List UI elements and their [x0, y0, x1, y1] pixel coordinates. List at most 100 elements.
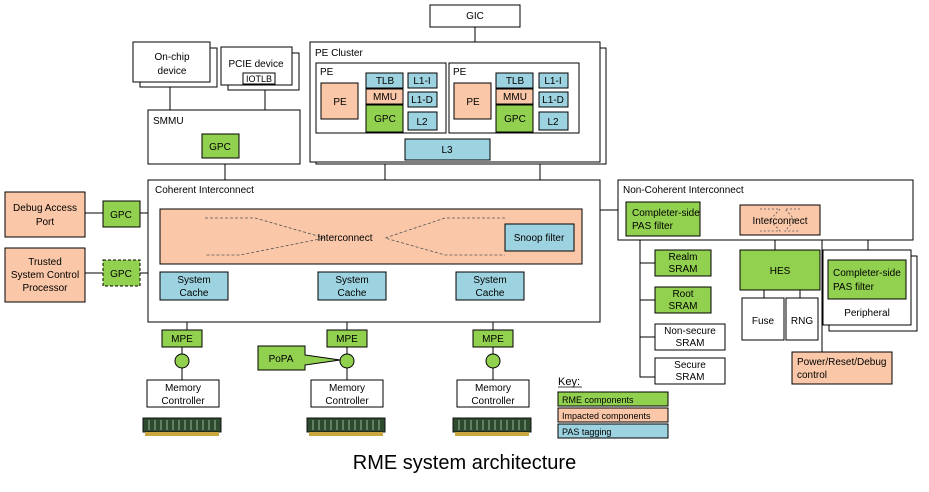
pe-1-gpc-label: GPC: [374, 114, 396, 125]
system-cache-2-line2: Cache: [338, 288, 367, 299]
nc-crossbar-lines: [760, 208, 800, 232]
l3-cache-label: L3: [441, 145, 453, 156]
fuse-label: Fuse: [752, 316, 775, 327]
smmu-gpc-box: [201, 133, 240, 159]
power-reset-debug-line1: Power/Reset/Debug: [797, 357, 887, 368]
noncoherent-interconnect-label: Interconnect: [752, 216, 807, 227]
system-cache-3-line1: System: [473, 275, 506, 286]
smmu-gpc-label: GPC: [209, 142, 231, 153]
iotlb-box: [242, 72, 276, 85]
figure-caption: RME system architecture: [352, 452, 577, 474]
rng-box: [785, 297, 819, 341]
realm-sram: [654, 249, 712, 277]
completer-pas-filter-line1: Completer-side: [632, 208, 700, 219]
pe-1-l1d-label: L1-D: [411, 95, 433, 106]
smmu-label: SMMU: [153, 116, 184, 127]
pe-1-label: PE: [320, 67, 334, 78]
mpe-3-label: MPE: [482, 334, 504, 345]
key-title: Key:: [558, 376, 580, 388]
system-cache-3: [455, 271, 525, 301]
secure-sram-line1: Secure: [674, 360, 706, 371]
pcie-device-label: PCIE device: [228, 59, 283, 70]
pe-1-mmu: [365, 88, 404, 105]
pe-2-mmu-label: MMU: [503, 92, 527, 103]
completer-pas-filter-line2: PAS filter: [632, 221, 674, 232]
pe-2-l1i-label: L1-I: [544, 76, 561, 87]
peripheral-pas-filter-line1: Completer-side: [833, 268, 901, 279]
onchip-device-label-2: device: [158, 66, 187, 77]
l3-cache: [404, 138, 491, 161]
key-pas-label: PAS tagging: [562, 427, 611, 437]
nonsecure-sram: [654, 323, 726, 351]
popa-callout: [257, 345, 341, 371]
debug-gpc-label: GPC: [110, 210, 132, 221]
key-rme-swatch: [557, 391, 669, 407]
memory-controller-1-line2: Controller: [161, 396, 205, 407]
memory-controller-2: [310, 379, 384, 408]
pe-1-core-label: PE: [333, 97, 347, 108]
system-cache-3-line2: Cache: [476, 288, 505, 299]
memory-controller-1-line1: Memory: [165, 383, 201, 394]
key-impacted-label: Impacted components: [562, 411, 651, 421]
pe-1-l1d: [407, 91, 438, 108]
popa-point-3: [485, 353, 501, 369]
pe-2-core-label: PE: [466, 97, 480, 108]
noncoherent-interconnect-fabric: [739, 204, 821, 236]
root-sram: [654, 286, 712, 314]
debug-access-port-line1: Debug Access: [13, 203, 77, 214]
snoop-filter-label: Snoop filter: [514, 233, 565, 244]
popa-point-1: [174, 353, 190, 369]
memory-controller-2-line1: Memory: [329, 383, 365, 394]
pe-1-l1i: [407, 72, 438, 89]
realm-sram-line1: Realm: [669, 252, 698, 263]
nonsecure-sram-line1: Non-secure: [664, 326, 716, 337]
root-sram-line2: SRAM: [669, 301, 698, 312]
coherent-interconnect-label: Interconnect: [317, 233, 372, 244]
debug-access-port: [4, 191, 86, 238]
iotlb-label: IOTLB: [246, 74, 272, 84]
pe-2-l1i: [538, 72, 569, 89]
power-reset-debug-line2: control: [797, 370, 827, 381]
memory-controller-2-line2: Controller: [325, 396, 369, 407]
mpe-2: [326, 329, 368, 348]
key-impacted-swatch: [557, 407, 669, 423]
snoop-filter: [504, 223, 575, 252]
gic-box: [429, 4, 521, 28]
mpe-3: [472, 329, 514, 348]
key-rme-label: RME components: [562, 395, 634, 405]
debug-access-port-line2: Port: [36, 217, 55, 228]
trusted-scp-line2: System Control: [11, 270, 79, 281]
peripheral-label: Peripheral: [844, 308, 890, 319]
root-sram-line1: Root: [672, 289, 693, 300]
system-cache-2-line1: System: [335, 275, 368, 286]
pe-2-core: [453, 82, 492, 120]
key-pas-swatch: [557, 423, 669, 439]
trusted-scp-line1: Trusted: [28, 257, 62, 268]
rme-architecture-diagram: GIC On-chip device PCIE device IOTLB SMM…: [4, 4, 918, 439]
pe-1-l2: [407, 111, 438, 131]
memory-controller-3-line2: Controller: [471, 396, 515, 407]
pe-2-l2: [538, 111, 569, 131]
peripheral-pas-filter: [827, 259, 907, 300]
hes-label: HES: [770, 266, 791, 277]
peripheral-pas-filter-line2: PAS filter: [833, 282, 875, 293]
interconnect-crossbar-lines: [205, 217, 505, 256]
secure-sram: [654, 357, 726, 385]
popa-point-2: [339, 353, 355, 369]
secure-sram-line2: SRAM: [676, 372, 705, 383]
fuse-box: [741, 297, 785, 341]
popa-label: PoPA: [269, 354, 294, 365]
pe-1-l1i-label: L1-I: [413, 76, 430, 87]
system-cache-1-line1: System: [177, 275, 210, 286]
pe-1-core: [320, 82, 359, 120]
memory-module-1: [142, 417, 222, 437]
pe-2-l2-label: L2: [547, 117, 559, 128]
pe-2-l1d: [538, 91, 569, 108]
system-cache-1: [159, 271, 229, 301]
debug-gpc: [102, 200, 141, 228]
pe-1-mmu-label: MMU: [373, 92, 397, 103]
memory-module-3: [452, 417, 532, 437]
gic-label: GIC: [466, 11, 484, 22]
memory-controller-3-line1: Memory: [475, 383, 511, 394]
hes-box: [739, 249, 821, 291]
